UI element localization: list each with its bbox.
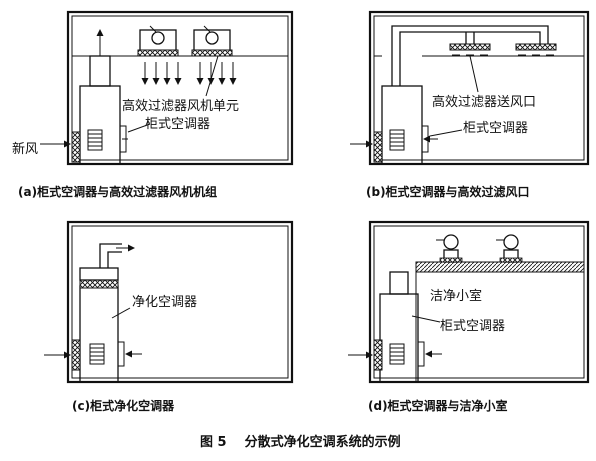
- panel-a: 高效过滤器风机单元 柜式空调器 新风 (a)柜式空调器与高效过滤器风机机组: [12, 10, 294, 199]
- cabinet-ac-unit: [379, 271, 442, 383]
- fresh-air-filter: [71, 131, 81, 163]
- hepa-outlet-2: [515, 43, 557, 51]
- fresh-air-filter: [373, 339, 383, 371]
- booth-fan-unit-2: [496, 234, 523, 263]
- label-hepa-fan-unit: 高效过滤器风机单元: [122, 98, 239, 114]
- panel-b: 高效过滤器送风口 柜式空调器 (b)柜式空调器与高效过滤风口: [350, 10, 590, 199]
- supply-duct: [391, 25, 549, 86]
- label-cabinet-ac-b: 柜式空调器: [463, 121, 528, 136]
- clean-booth: [415, 234, 585, 382]
- room-wall: [66, 10, 294, 166]
- figure-caption: 图 5 分散式净化空调系统的示例: [200, 434, 401, 450]
- hepa-outlet-1: [449, 43, 491, 51]
- cabinet-ac-unit: [72, 29, 128, 165]
- label-clean-booth: 洁净小室: [430, 288, 482, 304]
- booth-fan-unit-1: [436, 234, 463, 263]
- room-wall: [368, 10, 590, 166]
- fresh-air-filter: [71, 339, 81, 371]
- caption-c: (c)柜式净化空调器: [72, 398, 175, 413]
- caption-d: (d)柜式空调器与洁净小室: [368, 398, 508, 413]
- hepa-fan-unit-2: [191, 25, 233, 57]
- room-wall: [368, 220, 590, 384]
- label-cabinet-ac-d: 柜式空调器: [440, 319, 505, 334]
- caption-a: (a)柜式空调器与高效过滤器风机机组: [18, 184, 217, 199]
- label-purifier-ac: 净化空调器: [132, 295, 197, 310]
- supply-airflow-arrows: [141, 62, 237, 85]
- purifier-ac-unit: [79, 243, 142, 383]
- label-hepa-outlet: 高效过滤器送风口: [432, 94, 536, 110]
- label-fresh-air: 新风: [12, 141, 38, 157]
- fresh-air-filter: [373, 131, 383, 163]
- hepa-fan-unit-1: [137, 25, 179, 57]
- panel-c: 净化空调器 (c)柜式净化空调器: [44, 220, 294, 413]
- room-wall: [66, 220, 294, 384]
- caption-b: (b)柜式空调器与高效过滤风口: [366, 184, 530, 199]
- panel-d: 洁净小室 柜式空调器 (d)柜式空调器与洁净小室: [348, 220, 590, 413]
- cabinet-ac-unit: [374, 55, 438, 165]
- label-cabinet-ac-a: 柜式空调器: [145, 117, 210, 132]
